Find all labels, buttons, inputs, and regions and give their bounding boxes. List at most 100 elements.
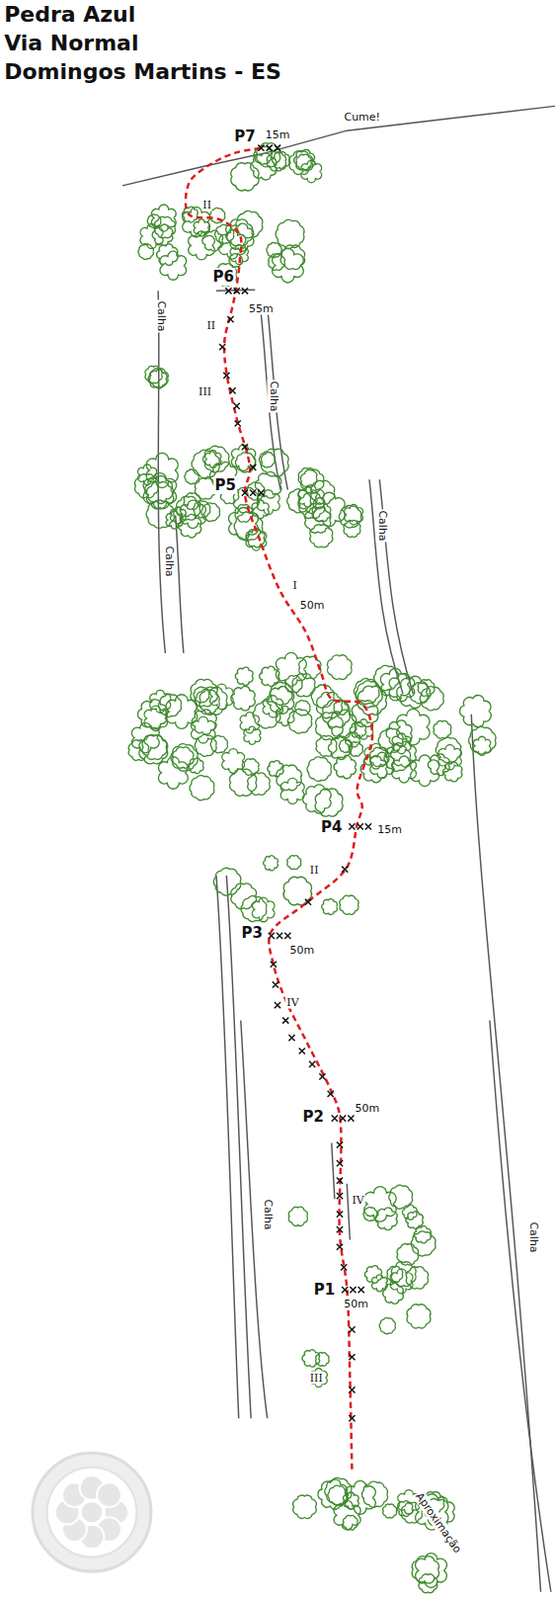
bush xyxy=(405,1210,423,1229)
bush xyxy=(138,699,168,729)
bolt-mark xyxy=(327,1090,334,1097)
bolt-mark xyxy=(336,1191,343,1198)
bolt-mark xyxy=(336,1177,343,1184)
bush xyxy=(229,507,259,541)
bush xyxy=(289,151,314,175)
bush xyxy=(406,1303,431,1328)
bush xyxy=(272,151,290,169)
bush xyxy=(468,725,496,754)
bush xyxy=(142,734,167,760)
feature-label: Calha xyxy=(527,1219,541,1253)
bush xyxy=(378,727,403,753)
belay-station: P6 xyxy=(212,267,236,286)
bush xyxy=(159,250,187,280)
bush xyxy=(146,480,173,508)
bush xyxy=(147,214,161,229)
bolt-mark xyxy=(234,402,240,409)
pitch-length: 15m xyxy=(376,821,403,835)
bush xyxy=(321,897,338,914)
bolt-mark xyxy=(235,419,241,426)
grade-label: II xyxy=(205,317,217,331)
grade-label: II xyxy=(201,197,213,211)
bush xyxy=(250,153,277,180)
bush xyxy=(149,368,168,388)
bolt-mark xyxy=(219,343,226,350)
bush xyxy=(410,1230,436,1256)
bolt-mark xyxy=(268,932,275,939)
bush xyxy=(287,709,312,734)
bush xyxy=(342,1513,358,1529)
bolt-mark xyxy=(274,145,281,152)
bush xyxy=(419,686,444,711)
bush xyxy=(294,149,316,170)
bolt-mark xyxy=(257,489,264,496)
bush xyxy=(392,755,417,783)
rock-line xyxy=(489,1020,552,1591)
bolt-mark xyxy=(257,145,264,152)
bush xyxy=(184,469,200,484)
bolt-mark xyxy=(318,1072,325,1079)
bush xyxy=(326,654,352,680)
grade-label: I xyxy=(291,577,298,591)
bush xyxy=(240,894,267,921)
bush xyxy=(353,678,380,705)
bolt-mark xyxy=(241,443,248,450)
bush xyxy=(299,492,325,519)
bolt-mark xyxy=(331,1114,338,1121)
bush xyxy=(313,491,345,527)
bolt-mark xyxy=(341,866,348,873)
bush xyxy=(193,686,210,703)
feature-label: Calha xyxy=(260,1197,274,1231)
rock-line xyxy=(158,290,165,653)
bush xyxy=(357,685,387,714)
bush xyxy=(235,666,253,685)
bush xyxy=(288,1205,308,1225)
bush xyxy=(143,473,176,510)
rock-lines xyxy=(122,105,555,1590)
bush xyxy=(215,224,235,243)
bush xyxy=(259,665,280,686)
pitch-length: 50m xyxy=(354,1100,382,1113)
grade-label: III xyxy=(309,1369,324,1383)
bush xyxy=(327,1484,348,1505)
bush xyxy=(396,675,429,708)
vegetation xyxy=(128,143,496,1592)
grade-label: III xyxy=(197,384,213,397)
bush xyxy=(401,1203,417,1219)
bolts xyxy=(219,145,372,1422)
subtitle-text: Domingos Martins - ES xyxy=(3,59,282,84)
bush xyxy=(188,757,205,774)
bush xyxy=(183,492,201,510)
bolt-mark xyxy=(249,489,256,496)
bush xyxy=(213,867,241,895)
bolt-mark xyxy=(336,1140,343,1147)
bush xyxy=(298,468,318,487)
belay-station: P4 xyxy=(319,817,343,836)
bolt-mark xyxy=(309,1060,316,1067)
belay-station: P7 xyxy=(233,127,256,146)
bush xyxy=(379,1316,396,1333)
bolt-mark xyxy=(234,287,240,294)
bush xyxy=(360,755,388,783)
bolt-mark xyxy=(241,287,248,294)
pitch-length: 50m xyxy=(288,942,316,955)
bolt-mark xyxy=(223,372,230,379)
bush xyxy=(251,499,269,519)
belay-station: P3 xyxy=(239,923,263,942)
bush xyxy=(348,741,363,756)
rock-line xyxy=(471,713,541,1591)
bolt-mark xyxy=(348,1325,355,1332)
bush xyxy=(138,243,155,260)
feature-label: Calha xyxy=(266,379,280,412)
bush xyxy=(387,1265,403,1281)
bush xyxy=(354,718,374,739)
bush xyxy=(298,484,324,514)
rock-line xyxy=(122,105,555,186)
rock-line xyxy=(267,306,289,490)
belay-station: P1 xyxy=(313,1279,336,1298)
bush xyxy=(396,1500,413,1516)
bush xyxy=(460,695,492,727)
bolt-mark xyxy=(225,287,232,294)
bolt-mark xyxy=(274,1001,281,1008)
feature-label: Calha xyxy=(155,300,168,333)
